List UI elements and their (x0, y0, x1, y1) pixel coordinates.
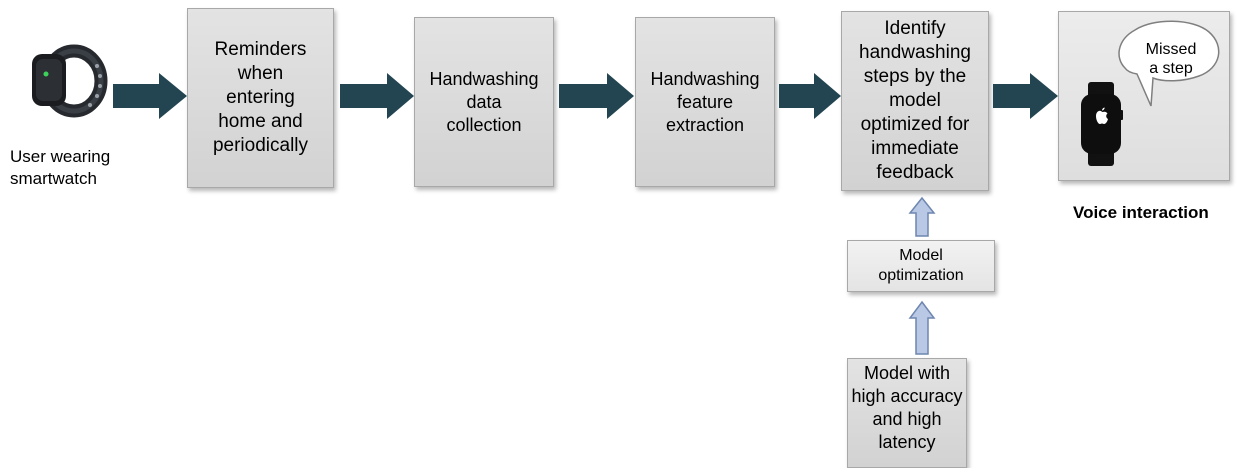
up-arrow-optimization (908, 196, 936, 237)
wristband-icon (32, 44, 108, 118)
identify-steps-box: Identify handwashing steps by the model … (841, 11, 989, 191)
speech-bubble (1118, 20, 1220, 107)
flow-arrow-4 (779, 73, 841, 119)
flow-arrow-5 (993, 73, 1058, 119)
user-caption: User wearing smartwatch (10, 147, 111, 188)
smartwatch-icon (1081, 82, 1123, 166)
bubble-text: Missed a step (1145, 41, 1197, 77)
feature-extraction-box: Handwashing feature extraction (635, 17, 775, 187)
flow-arrow-2 (340, 73, 414, 119)
voice-interaction-caption: Voice interaction (1073, 203, 1209, 222)
feature-extraction-label: Handwashing feature extraction (650, 68, 760, 135)
data-collection-label: Handwashing data collection (429, 68, 539, 135)
data-collection-box: Handwashing data collection (414, 17, 554, 187)
model-optimization-label: Model optimization (878, 247, 964, 284)
flow-arrow-1 (113, 73, 187, 119)
model-optimization-box: Model optimization (847, 240, 995, 292)
feedback-box: Missed a step (1058, 11, 1230, 181)
identify-steps-label: Identify handwashing steps by the model … (859, 18, 971, 183)
reminders-label: Reminders when entering home and periodi… (212, 39, 309, 156)
reminders-box: Reminders when entering home and periodi… (187, 8, 334, 188)
model-source-box: Model with high accuracy and high latenc… (847, 358, 967, 468)
model-source-label: Model with high accuracy and high latenc… (851, 363, 963, 452)
flow-arrow-3 (559, 73, 634, 119)
up-arrow-source (908, 300, 936, 355)
